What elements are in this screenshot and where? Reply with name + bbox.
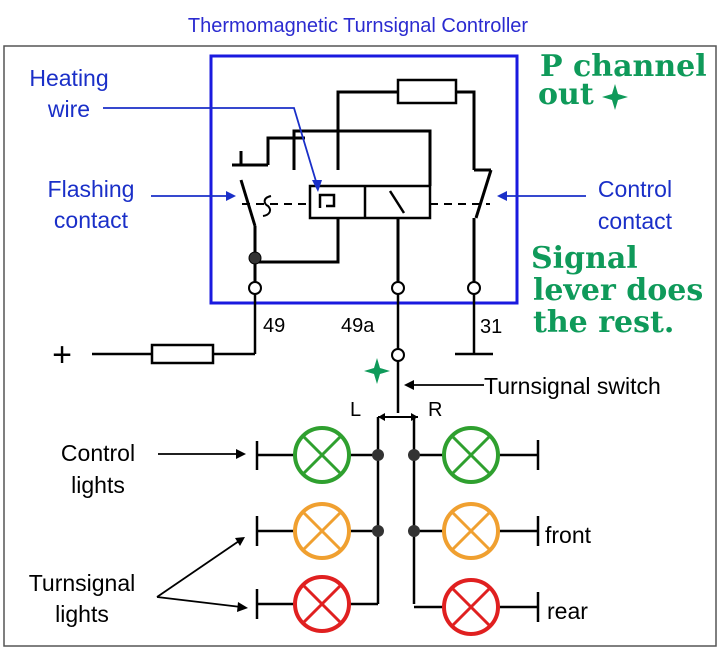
signal-note-2: lever does: [533, 273, 703, 308]
turnsignal-switch-contact: [391, 348, 405, 362]
lamp-bus-lines: [376, 417, 416, 604]
label-pointer-arrows: [103, 107, 586, 197]
terminal-49a-label: 49a: [341, 315, 375, 337]
p-channel-note-2: out: [538, 77, 594, 112]
relay-box: [209, 54, 519, 305]
diagram-title: Thermomagnetic Turnsignal Controller: [188, 15, 528, 37]
control-contact-label-1: Control: [598, 176, 672, 202]
control-lamp-left: [293, 426, 351, 484]
sparkle-icon: [364, 358, 390, 384]
junction-dot: [372, 449, 384, 461]
front-label: front: [545, 522, 592, 548]
rear-lamp-left: [293, 575, 351, 633]
terminal-49a: [391, 281, 405, 295]
fuse: [150, 343, 215, 365]
rear-label: rear: [547, 598, 588, 624]
control-contact: [474, 168, 493, 219]
turnsignal-lights-label-1: Turnsignal: [29, 570, 136, 596]
sparkle-icon: [602, 84, 628, 110]
flashing-contact-label-1: Flashing: [48, 176, 135, 202]
external-wiring: [92, 294, 493, 413]
control-contact-label-2: contact: [598, 208, 673, 234]
control-lights-label-1: Control: [61, 440, 135, 466]
turnsignal-switch-label: Turnsignal switch: [484, 373, 661, 399]
plus-terminal: +: [52, 336, 72, 374]
terminal-49: [248, 281, 262, 295]
terminal-49-label: 49: [263, 315, 285, 337]
heating-wire-element: [318, 193, 336, 208]
relay-coil: [308, 184, 432, 220]
signal-note-1: Signal: [531, 241, 638, 276]
signal-note-3: the rest.: [533, 305, 674, 340]
rear-lamp-right: [442, 578, 500, 636]
switch-left-label: L: [350, 399, 361, 421]
outer-frame: [3, 45, 717, 647]
front-lamp-left: [293, 502, 351, 560]
junction-dot: [248, 251, 262, 265]
junction-dot: [408, 449, 420, 461]
terminal-31: [467, 281, 481, 295]
junction-dot: [408, 525, 420, 537]
junction-dot: [372, 525, 384, 537]
terminal-31-label: 31: [480, 316, 502, 338]
heating-wire-label-1: Heating: [29, 65, 108, 91]
resistor: [396, 78, 458, 105]
control-lights-label-2: lights: [71, 472, 125, 498]
control-lamp-right: [442, 426, 500, 484]
flashing-contact-label-2: contact: [54, 207, 129, 233]
heating-wire-label-2: wire: [47, 96, 90, 122]
switch-right-label: R: [428, 399, 442, 421]
p-channel-note-1: P channel: [540, 49, 707, 84]
front-lamp-right: [442, 502, 500, 560]
turnsignal-lights-label-2: lights: [55, 601, 109, 627]
